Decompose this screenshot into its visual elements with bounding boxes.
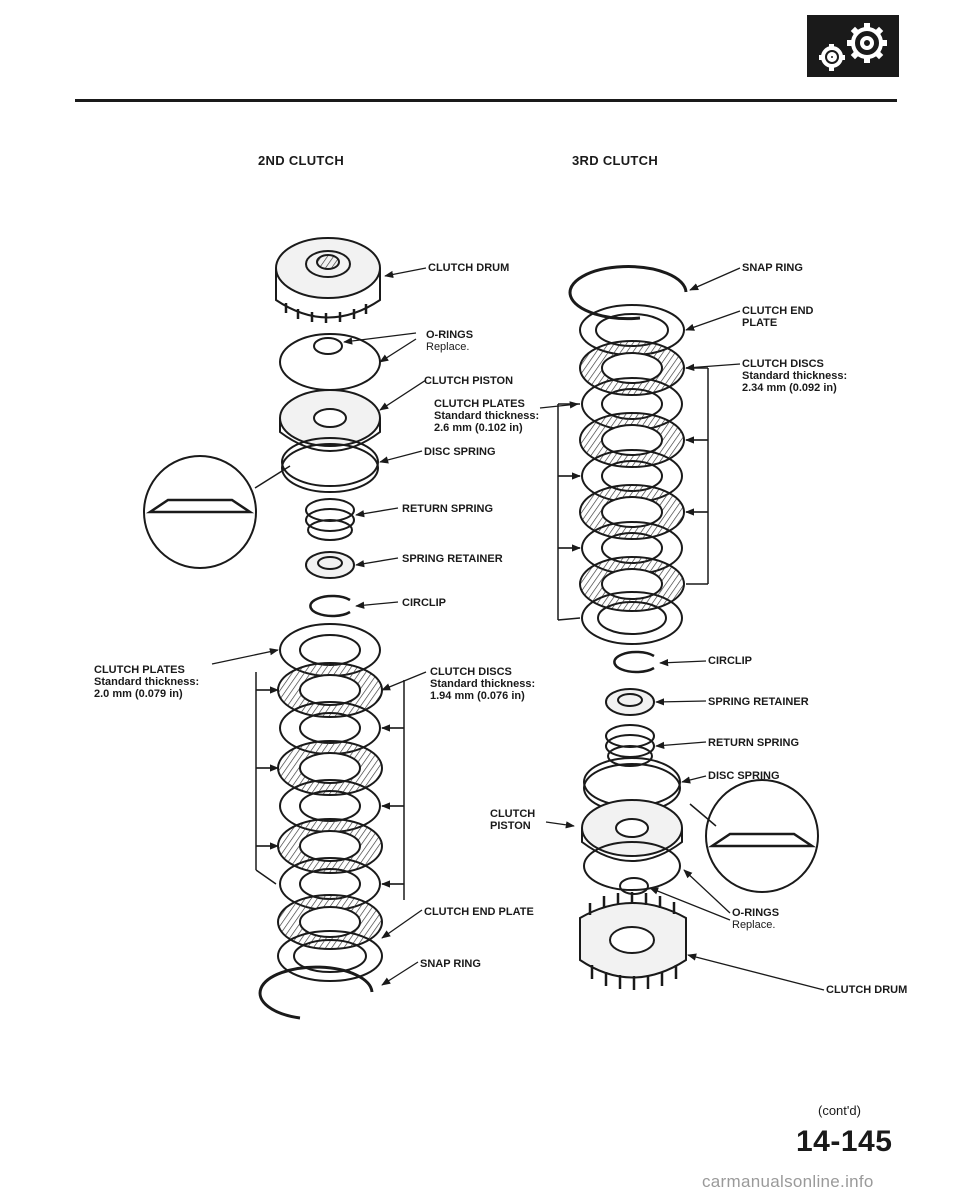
label-right-piston-line2: PISTON [490,820,531,832]
label-middle-clutch-plates: CLUTCH PLATES Standard thickness: 2.6 mm… [434,398,539,434]
label-left-clutch-discs: CLUTCH DISCS Standard thickness: 1.94 mm… [430,666,535,702]
label-right-snap-ring: SNAP RING [742,262,803,274]
header-rule [75,99,897,102]
label-right-clutch-drum: CLUTCH DRUM [826,984,908,996]
label-right-clutch-piston: CLUTCH PISTON [490,808,535,832]
right-clutch-drum [579,892,687,990]
label-right-clutch-discs: CLUTCH DISCS Standard thickness: 2.34 mm… [742,358,847,394]
label-right-clutch-end-plate: CLUTCH END PLATE [742,305,814,329]
label-right-spring-retainer: SPRING RETAINER [708,696,809,708]
label-right-discs-std: Standard thickness: [742,370,848,382]
label-left-disc-spring: DISC SPRING [424,446,496,458]
continued-note: (cont'd) [818,1103,861,1118]
label-left-snap-ring: SNAP RING [420,958,481,970]
label-left-discs-title: CLUTCH DISCS [430,666,512,678]
left-plate-stack [258,623,383,1020]
label-right-o-rings: O-RINGS Replace. [732,907,779,931]
label-right-discs-title: CLUTCH DISCS [742,358,824,370]
label-left-o-rings-title: O-RINGS [426,329,474,341]
left-clutch-piston [279,389,381,452]
label-right-o-rings-note: Replace. [732,919,776,931]
label-left-o-rings: O-RINGS Replace. [426,329,473,353]
label-left-clutch-end-plate: CLUTCH END PLATE [424,906,534,918]
left-clutch-drum [275,237,381,323]
label-right-end-line1: CLUTCH END [742,305,814,317]
label-middle-plates-std: Standard thickness: [434,410,540,422]
label-left-plates-title: CLUTCH PLATES [94,664,185,676]
label-middle-plates-val: 2.6 mm (0.102 in) [434,422,523,434]
page-number: 14-145 [796,1125,893,1158]
gears-icon [807,15,899,77]
label-left-return-spring: RETURN SPRING [402,503,494,515]
label-left-circlip: CIRCLIP [402,597,446,609]
label-middle-plates-title: CLUTCH PLATES [434,398,525,410]
label-left-spring-retainer: SPRING RETAINER [402,553,503,565]
watermark-url: carmanualsonline.info [702,1172,874,1191]
label-left-clutch-piston: CLUTCH PISTON [424,375,514,387]
label-left-plates-std: Standard thickness: [94,676,200,688]
label-right-circlip: CIRCLIP [708,655,752,667]
label-left-plates-val: 2.0 mm (0.079 in) [94,688,183,700]
label-left-o-rings-note: Replace. [426,341,470,353]
right-clutch-piston [581,799,683,862]
label-right-discs-val: 2.34 mm (0.092 in) [742,382,837,394]
label-right-piston-line1: CLUTCH [490,808,536,820]
label-right-o-rings-title: O-RINGS [732,907,780,919]
right-plate-stack [579,304,685,645]
label-right-end-line2: PLATE [742,317,778,329]
label-left-clutch-drum: CLUTCH DRUM [428,262,510,274]
label-left-discs-val: 1.94 mm (0.076 in) [430,690,525,702]
label-left-clutch-plates: CLUTCH PLATES Standard thickness: 2.0 mm… [94,664,199,700]
title-2nd-clutch: 2ND CLUTCH [258,153,345,168]
label-right-return-spring: RETURN SPRING [708,737,800,749]
label-right-disc-spring: DISC SPRING [708,770,780,782]
title-3rd-clutch: 3RD CLUTCH [572,153,659,168]
label-left-discs-std: Standard thickness: [430,678,536,690]
